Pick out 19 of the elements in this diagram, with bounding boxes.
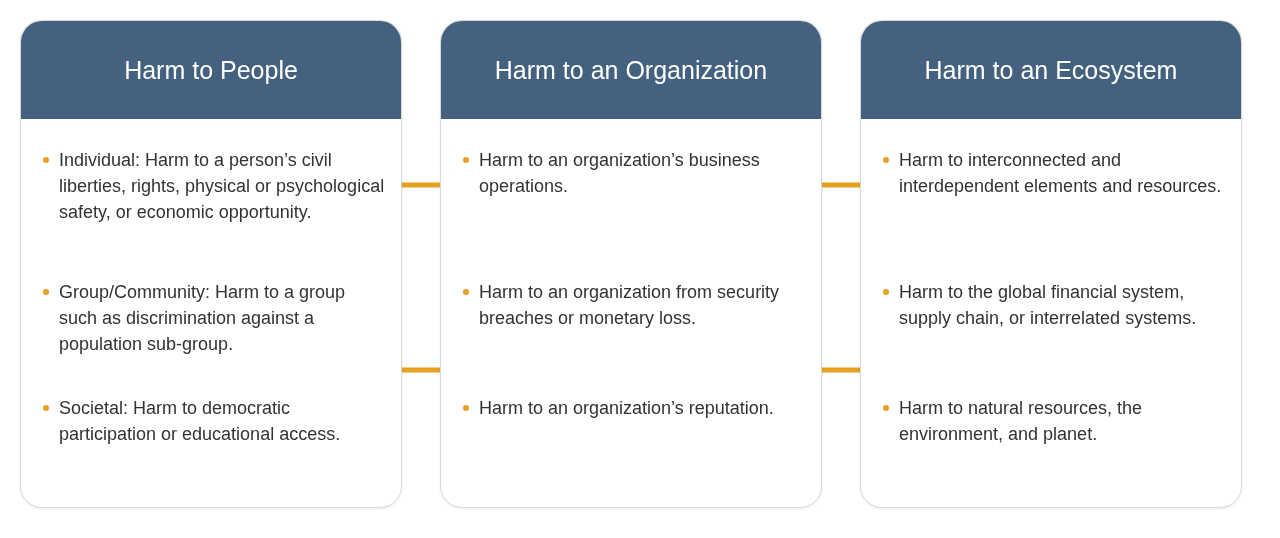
- bullet-text: Societal: Harm to democratic participation or educational access.: [59, 398, 341, 444]
- connector-line: [822, 182, 860, 188]
- category-card: [860, 20, 1242, 508]
- category-card: [440, 20, 822, 508]
- bullet-text: Group/Community: Harm to a group such as discrimination against a population sub-group.: [59, 282, 346, 354]
- category-card: [20, 20, 402, 508]
- bullet-text: Harm to an organization’s business operations.: [479, 150, 760, 196]
- bullet-text: Harm to an organization from security breaches or monetary loss.: [479, 282, 780, 328]
- card-title: Harm to an Ecosystem: [924, 55, 1178, 85]
- bullet-text: Harm to interconnected and interdependent elements and resources.: [899, 150, 1222, 196]
- bullet-text: Harm to an organization’s reputation.: [479, 398, 774, 418]
- card-title: Harm to an Organization: [494, 55, 768, 85]
- bullet-text: Individual: Harm to a person’s civil liberties, rights, physical or psychological safety, or economic opportunity.: [59, 150, 385, 222]
- connector-line: [822, 367, 860, 373]
- bullet-text: Harm to natural resources, the environment, and planet.: [899, 398, 1143, 444]
- bullet-text: Harm to the global financial system, supply chain, or interrelated systems.: [899, 282, 1197, 328]
- card-title: Harm to People: [124, 55, 298, 85]
- connector-line: [402, 367, 440, 373]
- connector-line: [402, 182, 440, 188]
